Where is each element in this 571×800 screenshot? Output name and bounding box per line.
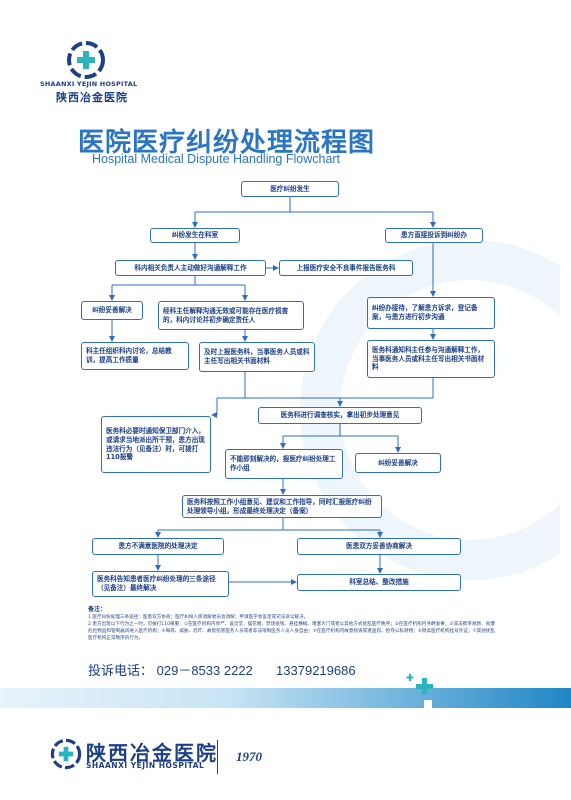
logo-english-name: SHAANXI YEJIN HOSPITAL	[40, 80, 138, 88]
notes-line: 2.患方出现以下行为之一时，可拨打110报警：①在医疗机构内停尸、设灵堂、摆花圈…	[88, 622, 495, 642]
logo-chinese-name: 陕西冶金医院	[56, 91, 128, 104]
flow-cannot-resolve: 不能即刻解决的，报医疗纠纷处理工作小组	[225, 449, 343, 479]
flow-mutual-agreement: 医患双方妥善协商解决	[297, 538, 461, 555]
flow-patient-dissatisfied: 患方不满意医院的处理决定	[92, 538, 224, 555]
flow-group-opinion: 医务科按照工作小组意见、建议和工作指导，同时汇报医疗纠纷处理领导小组，形成最终处…	[182, 495, 382, 518]
flow-summary-rectify: 科室总结、整改措施	[297, 574, 461, 591]
flow-dept-escalate: 经科主任解释沟通无效或可能存在医疗损害的，科内讨论并初步确定责任人	[158, 301, 304, 330]
footer-founding-year: 1970	[236, 749, 262, 764]
hotline-phone-1: 029－8533 2222	[156, 663, 253, 678]
flow-office-notify: 医务科通知科主任参与沟通解释工作，当事医务人员或科主任写出相关书面材料	[367, 340, 495, 378]
hospital-logo-icon	[67, 41, 105, 79]
notes-line: 1.医疗纠纷处理三条途径：医患双方协商；医疗纠纷人民调解委员会调解；申请医学会鉴…	[88, 615, 309, 620]
page-subtitle: Hospital Medical Dispute Handling Flowch…	[92, 152, 341, 166]
flow-branch-department: 纠纷发生在科室	[150, 228, 240, 243]
flow-branch-office: 患方直接投诉到纠纷办	[385, 228, 483, 243]
flow-report-medical-affairs: 及时上报医务科，当事医务人员或科主任写出相关书面材料	[199, 342, 315, 372]
flow-report-safety-event: 上报医疗安全不良事件报告医务科	[279, 260, 413, 276]
page-title: 医院医疗纠纷处理流程图	[78, 128, 376, 158]
flow-dept-communicate: 科内相关负责人主动做好沟通解释工作	[115, 260, 266, 276]
notes-body: 1.医疗纠纷处理三条途径：医患双方协商；医疗纠纷人民调解委员会调解；申请医学会鉴…	[88, 614, 498, 642]
flow-resolved-second: 纠纷妥善解决	[355, 453, 441, 473]
footer-divider	[217, 740, 218, 774]
decorative-band	[0, 688, 571, 708]
flow-dept-resolved: 纠纷妥善解决	[81, 301, 143, 320]
hotline-phone-2: 13379219686	[276, 663, 356, 678]
flow-security-alert: 医务科必要时通知保卫部门介入，或请求当地派出所干预，患方出现违法行为（见备注）时…	[101, 416, 211, 473]
cross-decoration-icon	[406, 674, 440, 724]
flow-start: 医疗纠纷发生	[241, 181, 339, 197]
notes-title: 备注：	[88, 606, 107, 613]
flow-office-receive: 纠纷办接待，了解患方诉求，登记备案，与患方进行初步沟通	[367, 297, 495, 329]
hotline-label: 投诉电话：	[88, 663, 154, 678]
flow-dept-discussion: 科主任组织科内讨论，总结教训，提高工作质量	[81, 342, 189, 370]
complaint-hotline: 投诉电话： 029－8533 2222 13379219686	[88, 660, 356, 679]
footer-logo-english: SHAANXI YEJIN HOSPITAL	[86, 761, 205, 770]
flow-inform-channels: 医务科告知患者医疗纠纷处理的三条途径（见备注）最终解决	[92, 571, 229, 597]
footer-logo-chinese: 陕西冶金医院	[86, 741, 218, 765]
footer-logo-icon	[50, 738, 82, 770]
flow-investigate: 医务科进行调查核实，拿出初步处理意见	[258, 407, 422, 424]
